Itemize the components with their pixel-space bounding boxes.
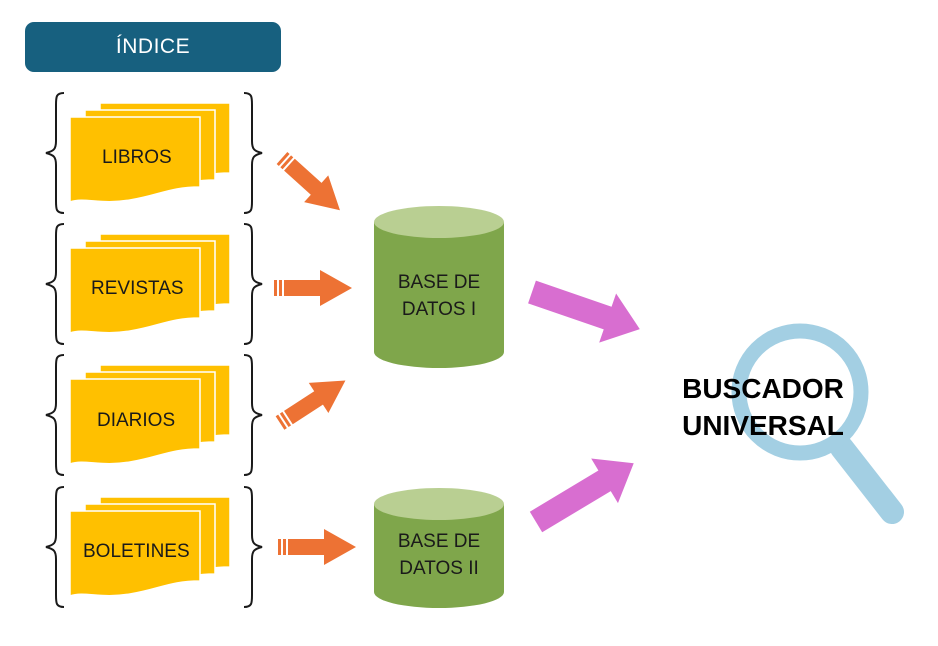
source-label-libros: LIBROS [102,147,172,168]
left-bracket-icon [45,354,65,476]
index-header: ÍNDICE [25,22,281,72]
left-bracket-icon [45,223,65,345]
right-bracket-icon [243,486,263,608]
right-bracket-icon [243,92,263,214]
left-bracket-icon [45,486,65,608]
arrow-revistas-to-db1 [274,270,352,306]
search-label-line2: UNIVERSAL [682,410,844,441]
source-label-diarios: DIARIOS [97,410,176,431]
database-1-label-line1: BASE DE [397,272,481,293]
magnifier-icon [731,323,904,524]
database-2-cylinder-icon [374,488,504,608]
left-bracket-icon [45,92,65,214]
index-title: ÍNDICE [115,35,191,58]
right-bracket-icon [243,354,263,476]
database-1-label-line2: DATOS I [401,299,477,320]
arrow-libros-to-db1 [269,144,353,224]
search-label: BUSCADOR UNIVERSAL [658,370,868,444]
database-2-label-line2: DATOS II [399,558,479,579]
search-label-line1: BUSCADOR [682,373,844,404]
arrow-db1-to-search [523,267,649,354]
arrow-diarios-to-db1 [270,365,356,439]
source-label-boletines: BOLETINES [83,541,190,562]
arrow-db2-to-search [522,440,648,545]
database-1-cylinder-icon [374,206,504,368]
arrow-boletines-to-db2 [278,529,356,565]
database-2-label: BASE DE DATOS II [374,528,504,582]
source-label-revistas: REVISTAS [91,278,184,299]
database-2-label-line1: BASE DE [397,531,481,552]
right-bracket-icon [243,223,263,345]
database-1-label: BASE DE DATOS I [374,269,504,323]
